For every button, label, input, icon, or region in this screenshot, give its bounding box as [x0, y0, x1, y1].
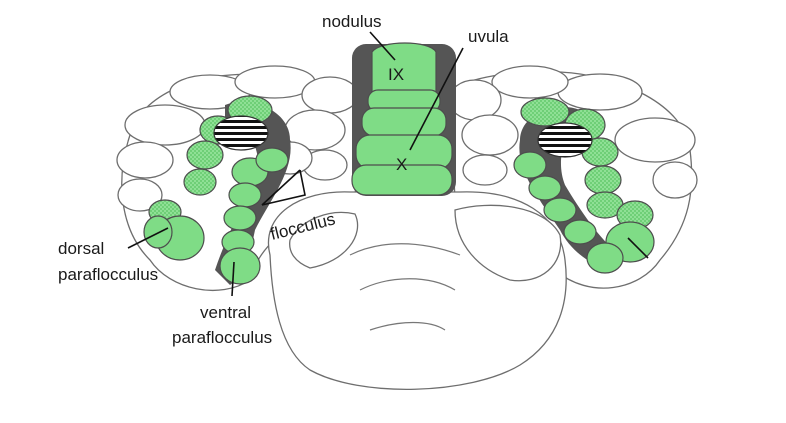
- ventral-paraflocculus-pointer: [231, 261, 235, 297]
- flocculus-left-lobe: [289, 211, 359, 269]
- nodulus-pointer: [369, 31, 396, 61]
- brainstem: [267, 191, 567, 390]
- uvula-pointer: [409, 47, 464, 151]
- right-striped-region: [537, 122, 593, 158]
- label-uvula: uvula: [468, 27, 509, 46]
- label-nodulus: nodulus: [322, 12, 382, 31]
- left-striped-region: [213, 115, 269, 151]
- pointer-lines: [127, 31, 649, 297]
- label-dorsal-paraflocculus-2: paraflocculus: [58, 265, 158, 284]
- vermis: [351, 42, 456, 196]
- label-lobule-x: X: [396, 155, 407, 174]
- dorsal-paraflocculus-pointer: [127, 227, 169, 249]
- flocculus-pointer: [261, 169, 306, 206]
- lobule-ix: [371, 42, 437, 93]
- right-paraflocculus: [513, 97, 655, 274]
- label-ventral-paraflocculus-2: paraflocculus: [172, 328, 272, 347]
- right-paraflocculus-pointer: [627, 237, 649, 259]
- label-ventral-paraflocculus-1: ventral: [200, 303, 251, 322]
- ventral-paraflocculus-region: [219, 247, 261, 285]
- label-dorsal-paraflocculus-1: dorsal: [58, 239, 104, 258]
- label-lobule-ix: IX: [388, 65, 404, 84]
